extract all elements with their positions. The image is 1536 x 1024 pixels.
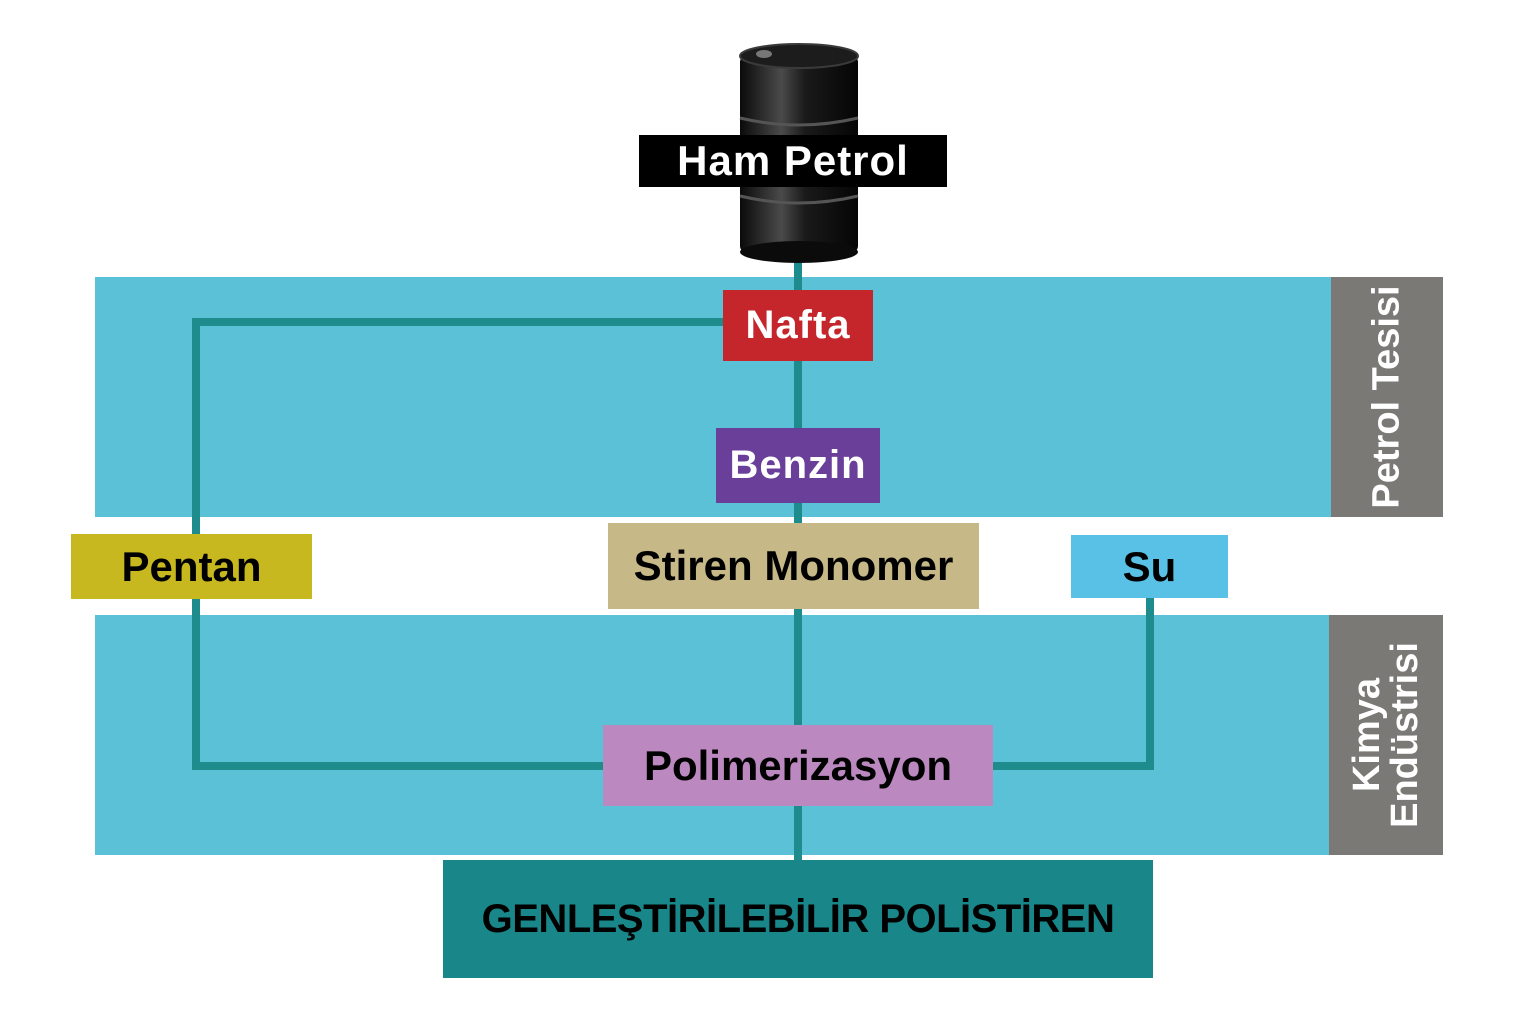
su-node: Su [1071, 535, 1228, 598]
benzin-node: Benzin [716, 428, 880, 503]
petrol-tesisi-band [95, 277, 1331, 517]
su-loop-line [988, 594, 1154, 770]
kimya-endustrisi-label: Kimya Endüstrisi [1329, 615, 1443, 855]
output-node: GENLEŞTİRİLEBİLİR POLİSTİREN [443, 860, 1153, 978]
nafta-node: Nafta [723, 290, 873, 361]
petrol-tesisi-label: Petrol Tesisi [1331, 277, 1443, 517]
ham-petrol-label: Ham Petrol [639, 135, 947, 187]
polimerizasyon-node: Polimerizasyon [603, 725, 993, 806]
stiren-monomer-node: Stiren Monomer [608, 523, 979, 609]
pentan-node: Pentan [71, 534, 312, 599]
